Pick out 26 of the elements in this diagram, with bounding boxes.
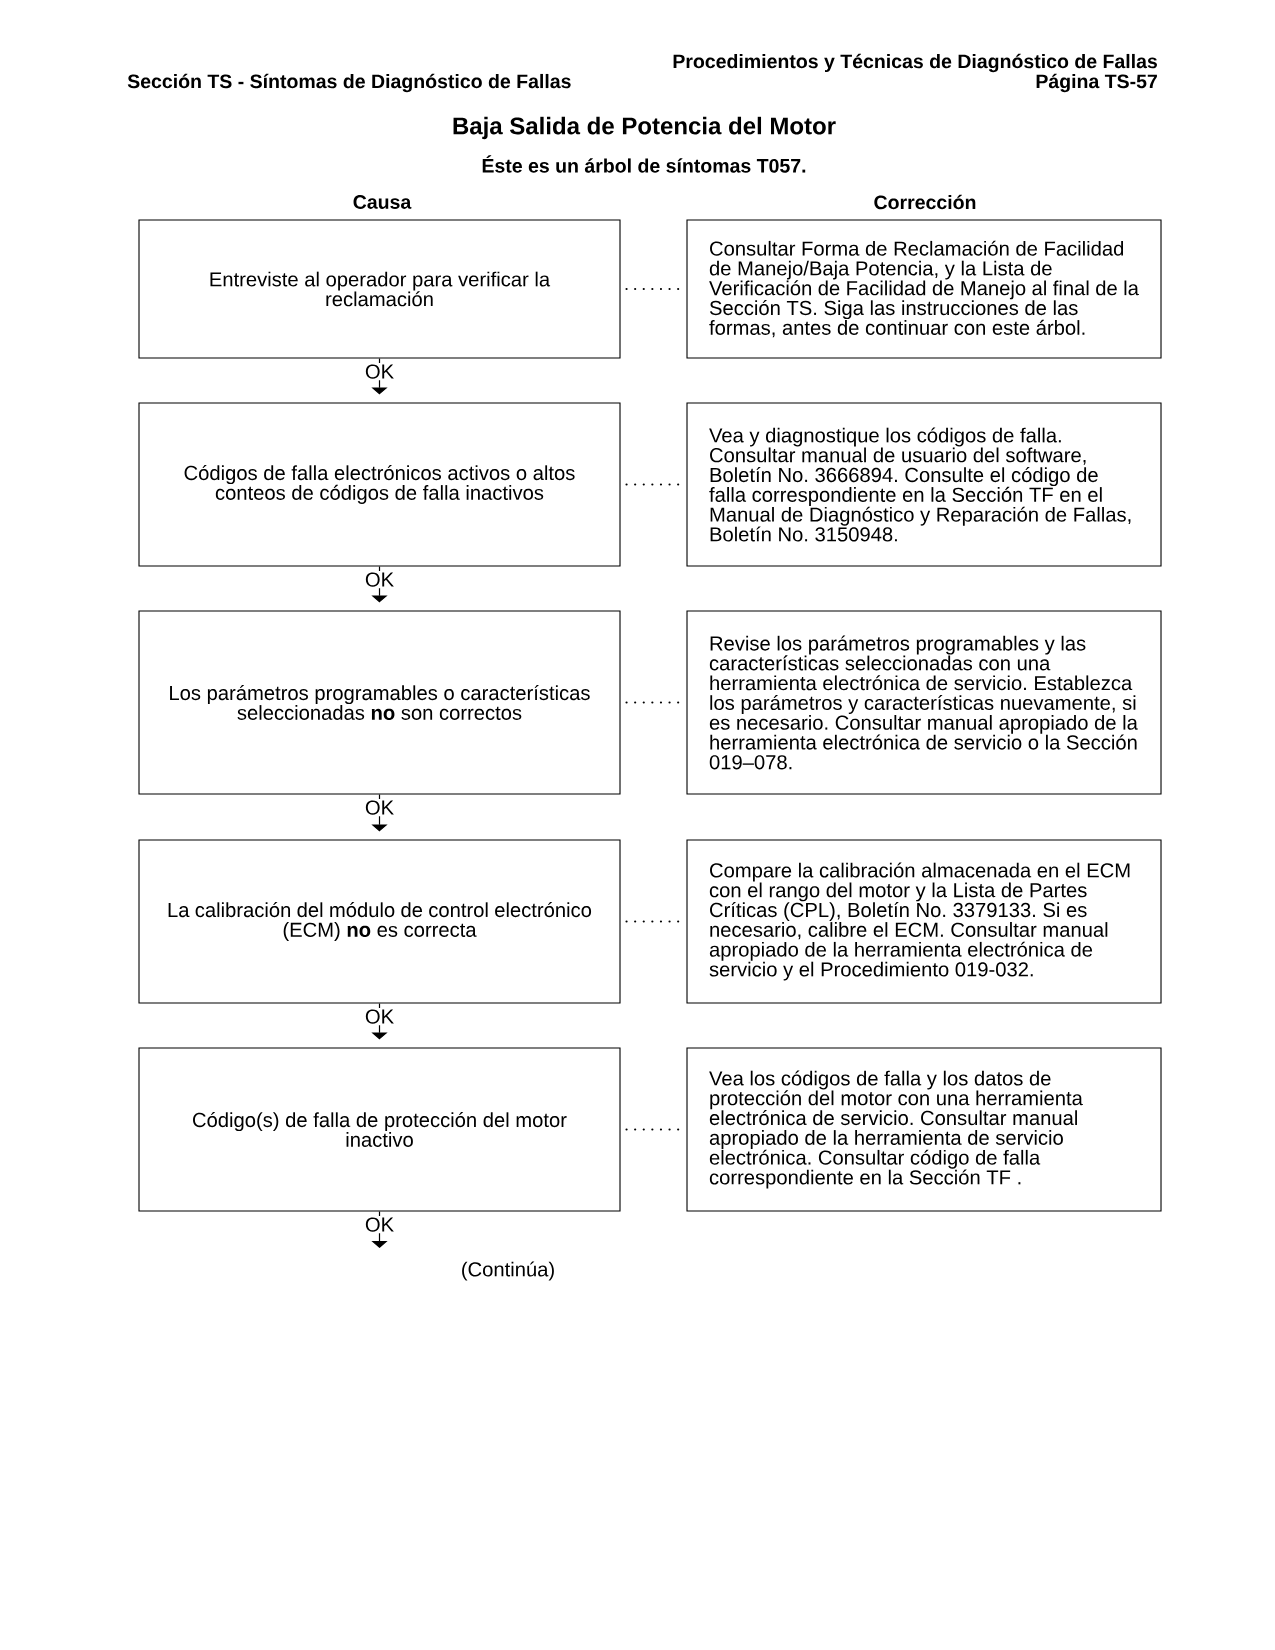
correction-box: Revise los parámetros programables y las características seleccionadas con una herramienta electrónica de servicio. Establezca los parámetros y características nuevamente, si es necesario. Consultar manual apropiado de la herramienta electrónica de servicio o la Sección 019–078. (686, 610, 1162, 795)
edge-label: OK (363, 1007, 396, 1026)
running-header: Página TS-57 (1036, 73, 1157, 93)
dotted-line (625, 920, 682, 923)
cause-box: Entreviste al operador para verificar la reclamación (138, 219, 621, 359)
continuation-note: (Continúa) (462, 1261, 554, 1281)
edge-label: OK (363, 1215, 396, 1234)
correction-box: Consultar Forma de Reclamación de Facilidad de Manejo/Baja Potencia, y la Lista de Verificación de Facilidad de Manejo al final de la Sección TS. Siga las instrucciones de las formas, antes de continuar con este árbol. (686, 219, 1162, 359)
cause-box: Los parámetros programables o características seleccionadas no son correctos (138, 610, 621, 795)
correction-box: Vea los códigos de falla y los datos de protección del motor con una herramienta electrónica de servicio. Consultar manual apropiado de la herramienta de servicio electrónica. Consultar código de falla correspondiente en la Sección TF . (686, 1047, 1162, 1212)
dotted-line (625, 1128, 682, 1131)
edge-label: OK (363, 798, 396, 817)
dotted-line (625, 287, 682, 291)
dotted-line (625, 483, 682, 486)
cause-box: La calibración del módulo de control electrónico (ECM) no es correcta (138, 839, 621, 1004)
correction-box: Compare la calibración almacenada en el ECM con el rango del motor y la Lista de Partes Críticas (CPL), Boletín No. 3379133. Si es necesario, calibre el ECM. Consultar manual apropiado de la herramienta electrónica de servicio y el Procedimiento 019-032. (686, 839, 1162, 1004)
subtitle: Éste es un árbol de síntomas T057. (482, 155, 806, 173)
cause-box: Código(s) de falla de protección del motor inactivo (138, 1047, 621, 1212)
running-header: Sección TS - Síntomas de Diagnóstico de Fallas (127, 73, 571, 93)
edge-label: OK (363, 570, 396, 589)
correction-box: Vea y diagnostique los códigos de falla. Consultar manual de usuario del software, Boletín No. 3666894. Consulte el código de falla correspondiente en la Sección TF en el Manual de Diagnóstico y Reparación de Fallas, Boletín No. 3150948. (686, 402, 1162, 567)
cause-box: Códigos de falla electrónicos activos o altos conteos de códigos de falla inactivos (138, 402, 621, 567)
dotted-line (625, 701, 682, 704)
running-header: Procedimientos y Técnicas de Diagnóstico de Fallas (673, 53, 1157, 73)
page-title: Baja Salida de Potencia del Motor (453, 116, 836, 140)
edge-label: OK (363, 362, 396, 381)
